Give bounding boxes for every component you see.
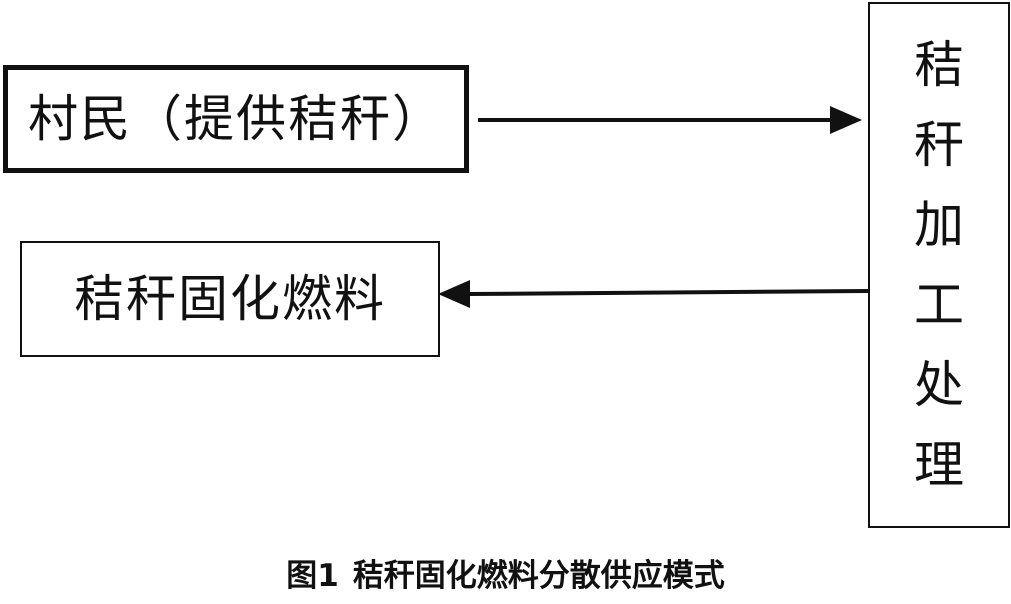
arrow-villagers-to-processing [478, 106, 862, 134]
villagers-label: 村民（提供秸秆） [28, 90, 444, 148]
processing-char: 工 [914, 276, 964, 334]
villagers-box: 村民（提供秸秆） [3, 65, 469, 173]
arrow-shaft [467, 289, 869, 296]
processing-char: 理 [914, 436, 964, 494]
processing-char: 处 [914, 356, 964, 414]
arrow-processing-to-fuel [438, 280, 869, 308]
arrow-head [438, 280, 470, 308]
fuel-box: 秸秆固化燃料 [20, 241, 440, 357]
figure-number: 图1 [286, 558, 339, 594]
arrow-head [830, 106, 862, 134]
figure-caption: 图1 秸秆固化燃料分散供应模式 [0, 556, 1011, 596]
processing-char: 秆 [914, 116, 964, 174]
processing-char: 秸 [914, 36, 964, 94]
fuel-label: 秸秆固化燃料 [74, 270, 386, 328]
processing-char: 加 [914, 196, 964, 254]
processing-box: 秸 秆 加 工 处 理 [868, 2, 1010, 528]
figure-title: 秸秆固化燃料分散供应模式 [352, 558, 725, 594]
